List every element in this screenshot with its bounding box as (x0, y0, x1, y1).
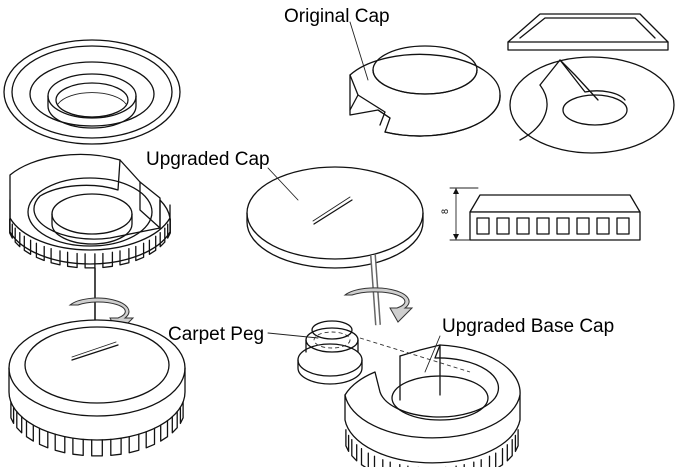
original-base-ring (3, 39, 181, 145)
upgraded-cap-side: 8 (440, 187, 641, 241)
upgraded-base-cap (344, 337, 521, 467)
gear-tooth (128, 433, 140, 454)
gear-tooth (16, 411, 23, 434)
carpet-peg (297, 320, 363, 385)
gear-tooth (102, 251, 114, 269)
gear-tooth (50, 248, 61, 266)
leader-lines (267, 21, 441, 373)
gear-tooth (389, 461, 401, 467)
gear-tooth (72, 437, 84, 457)
gear-tooth (23, 235, 32, 255)
side-slot (556, 217, 570, 235)
label-upgraded-cap: Upgraded Cap (146, 149, 270, 170)
label-original-cap: Original Cap (284, 6, 390, 27)
gear-tooth (25, 420, 34, 442)
gear-tooth (9, 218, 13, 239)
assembled-base-left (8, 319, 186, 457)
rotation-arrow-center (343, 254, 414, 326)
gear-tooth (506, 439, 513, 462)
gear-tooth (91, 439, 103, 457)
gear-tooth (110, 437, 122, 457)
gear-tooth (480, 455, 491, 467)
gear-tooth (360, 448, 369, 467)
label-carpet-peg: Carpet Peg (168, 324, 264, 345)
gear-tooth (160, 420, 169, 442)
gear-tooth (171, 411, 178, 434)
gear-tooth (84, 253, 96, 269)
gear-tooth (159, 227, 166, 248)
gear-tooth (167, 218, 171, 239)
side-slot (476, 217, 490, 235)
gear-tooth (351, 439, 358, 462)
gear-tooth (514, 429, 519, 453)
side-slot (576, 217, 590, 235)
gear-tooth (14, 227, 21, 248)
gear-tooth (148, 235, 157, 255)
original-base-cut (509, 56, 675, 154)
gear-tooth (373, 455, 384, 467)
gear-tooth (35, 242, 45, 262)
gear-tooth (135, 242, 145, 262)
gear-tooth (495, 448, 504, 467)
label-upgraded-base-cap: Upgraded Base Cap (442, 316, 614, 337)
gear-tooth (179, 401, 184, 425)
gear-tooth (463, 461, 475, 467)
original-cap-side (507, 13, 669, 51)
gear-tooth (145, 427, 156, 449)
gear-tooth (10, 401, 15, 425)
side-slot (496, 217, 510, 235)
upgraded-cap (246, 166, 424, 269)
side-slot (616, 217, 630, 235)
gear-tooth (345, 429, 350, 453)
original-cap (349, 45, 501, 137)
gear-tooth (54, 433, 66, 454)
toothed-base-open (9, 153, 171, 269)
gear-tooth (119, 248, 130, 266)
gear-tooth (66, 251, 78, 269)
dimension-value: 8 (440, 209, 450, 214)
side-slot (516, 217, 530, 235)
side-slot (596, 217, 610, 235)
gear-tooth (38, 427, 49, 449)
side-slot (536, 217, 550, 235)
